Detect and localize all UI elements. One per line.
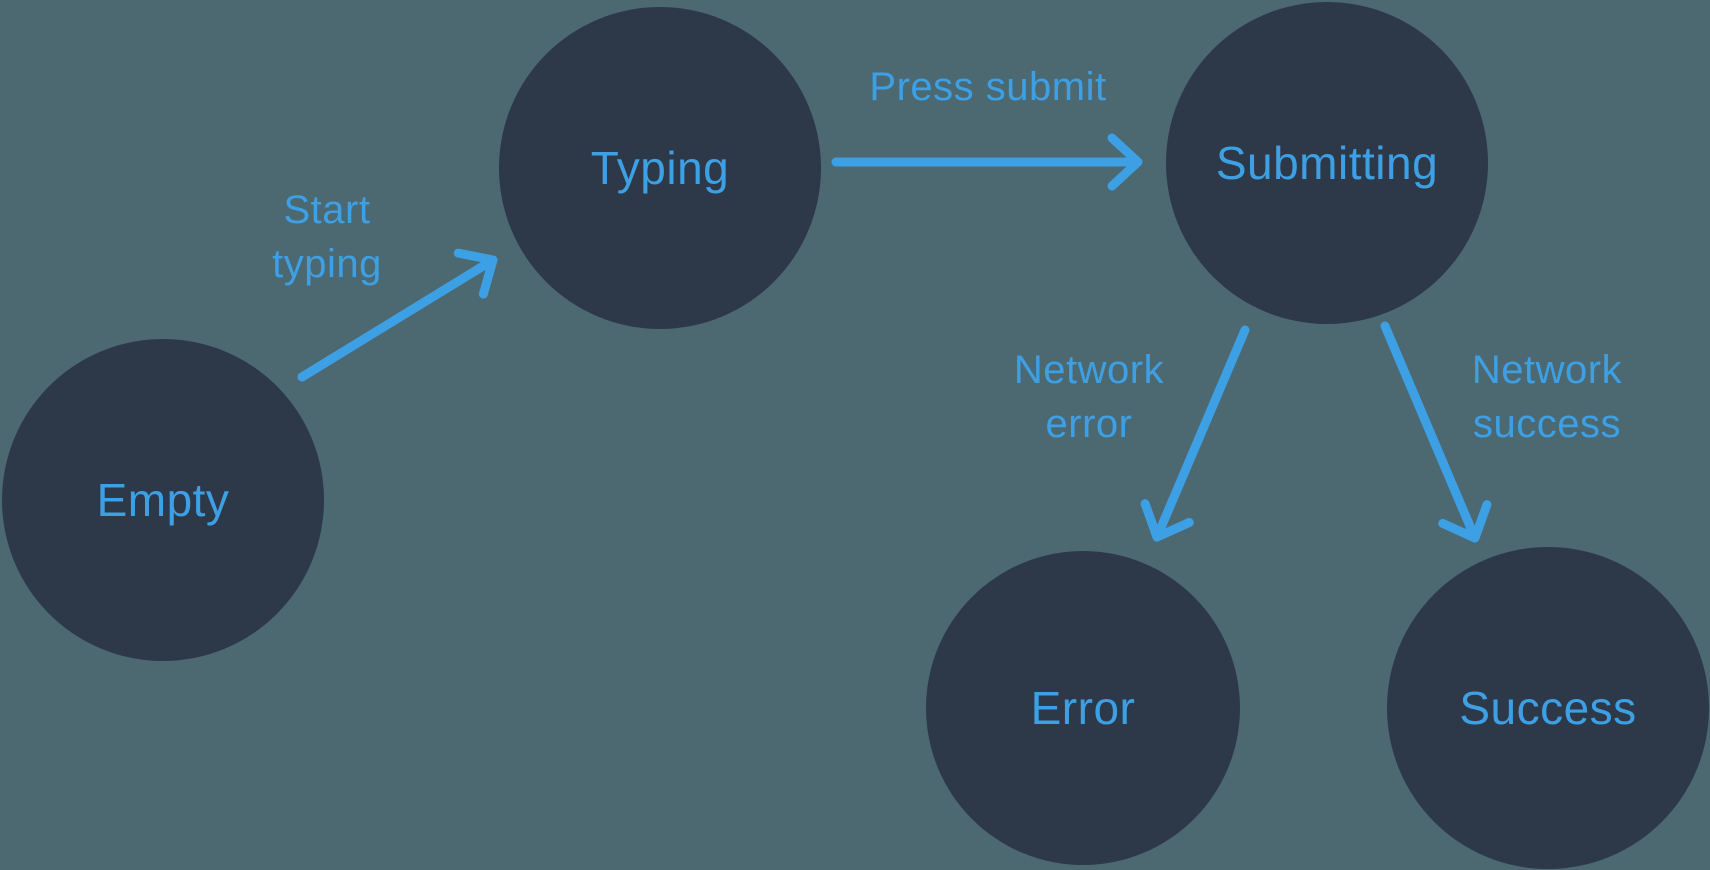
state-node-error-label: Error (1030, 682, 1136, 734)
edge-empty-to-typing (297, 248, 498, 382)
state-node-empty: Empty (2, 339, 324, 661)
state-node-submitting: Submitting (1166, 2, 1488, 324)
edge-submitting-to-success (1380, 321, 1492, 543)
state-node-typing-label: Typing (590, 142, 730, 194)
state-node-submitting-label: Submitting (1215, 137, 1439, 189)
edge-label-network-success: Network success (1471, 348, 1623, 446)
state-node-error: Error (926, 551, 1240, 865)
state-node-empty-label: Empty (96, 474, 230, 526)
edge-submitting-to-error (1140, 325, 1250, 542)
edge-label-press-submit: Press submit (869, 65, 1107, 109)
state-node-success-label: Success (1459, 682, 1637, 734)
state-node-success: Success (1387, 547, 1709, 869)
edge-label-network-error: Network error (1013, 348, 1165, 446)
edge-label-start-typing: Start typing (272, 188, 382, 286)
state-node-typing: Typing (499, 7, 821, 329)
